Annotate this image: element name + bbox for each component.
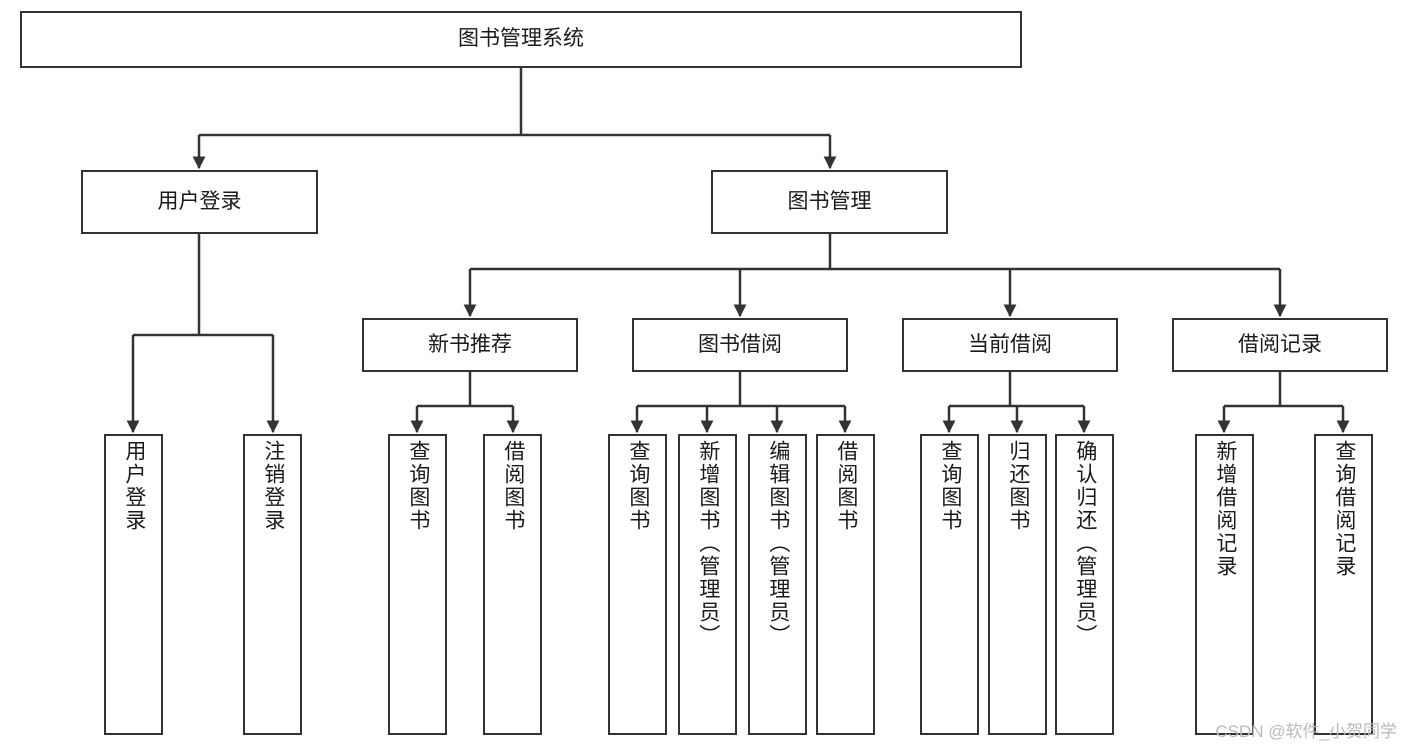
node-leaf-new-book-2[interactable]: 借阅图书: [483, 434, 542, 735]
node-label: 注销登录: [261, 440, 285, 532]
node-label: 归还图书: [1006, 440, 1030, 532]
node-book-management[interactable]: 图书管理: [711, 170, 948, 234]
node-label: 当前借阅: [968, 332, 1052, 356]
node-label: 编辑图书（管理员）: [766, 440, 790, 647]
node-label: 新书推荐: [428, 332, 512, 356]
node-label: 图书借阅: [698, 332, 782, 356]
node-leaf-user-login-1[interactable]: 用户登录: [104, 434, 163, 735]
node-user-login[interactable]: 用户登录: [81, 170, 318, 234]
node-borrow-record[interactable]: 借阅记录: [1172, 318, 1388, 372]
node-leaf-book-borrow-3[interactable]: 编辑图书（管理员）: [748, 434, 807, 735]
node-label: 查询图书: [406, 440, 430, 532]
node-leaf-borrow-record-2[interactable]: 查询借阅记录: [1314, 434, 1373, 735]
node-label: 借阅图书: [501, 440, 525, 532]
node-leaf-book-borrow-2[interactable]: 新增图书（管理员）: [678, 434, 737, 735]
node-leaf-user-login-2[interactable]: 注销登录: [243, 434, 302, 735]
node-label: 查询图书: [938, 440, 962, 532]
node-leaf-book-borrow-4[interactable]: 借阅图书: [816, 434, 875, 735]
node-label: 新增图书（管理员）: [696, 440, 720, 647]
node-leaf-current-borrow-2[interactable]: 归还图书: [988, 434, 1047, 735]
node-label: 查询图书: [626, 440, 650, 532]
node-label: 用户登录: [122, 440, 146, 532]
node-leaf-new-book-1[interactable]: 查询图书: [388, 434, 447, 735]
node-leaf-current-borrow-3[interactable]: 确认归还（管理员）: [1055, 434, 1114, 735]
node-label: 借阅记录: [1238, 332, 1322, 356]
node-new-book-recommend[interactable]: 新书推荐: [362, 318, 578, 372]
node-label: 确认归还（管理员）: [1073, 440, 1097, 647]
node-label: 新增借阅记录: [1213, 440, 1237, 578]
node-label: 借阅图书: [834, 440, 858, 532]
node-book-borrow[interactable]: 图书借阅: [632, 318, 848, 372]
node-label: 查询借阅记录: [1332, 440, 1356, 578]
node-leaf-book-borrow-1[interactable]: 查询图书: [608, 434, 667, 735]
node-leaf-borrow-record-1[interactable]: 新增借阅记录: [1195, 434, 1254, 735]
node-root-book-management-system[interactable]: 图书管理系统: [20, 11, 1022, 68]
node-label: 图书管理系统: [458, 27, 584, 51]
node-label: 用户登录: [157, 189, 242, 213]
node-leaf-current-borrow-1[interactable]: 查询图书: [920, 434, 979, 735]
node-current-borrow[interactable]: 当前借阅: [902, 318, 1118, 372]
watermark-text: CSDN @软件_小贺同学: [1215, 722, 1397, 741]
node-label: 图书管理: [787, 189, 872, 213]
